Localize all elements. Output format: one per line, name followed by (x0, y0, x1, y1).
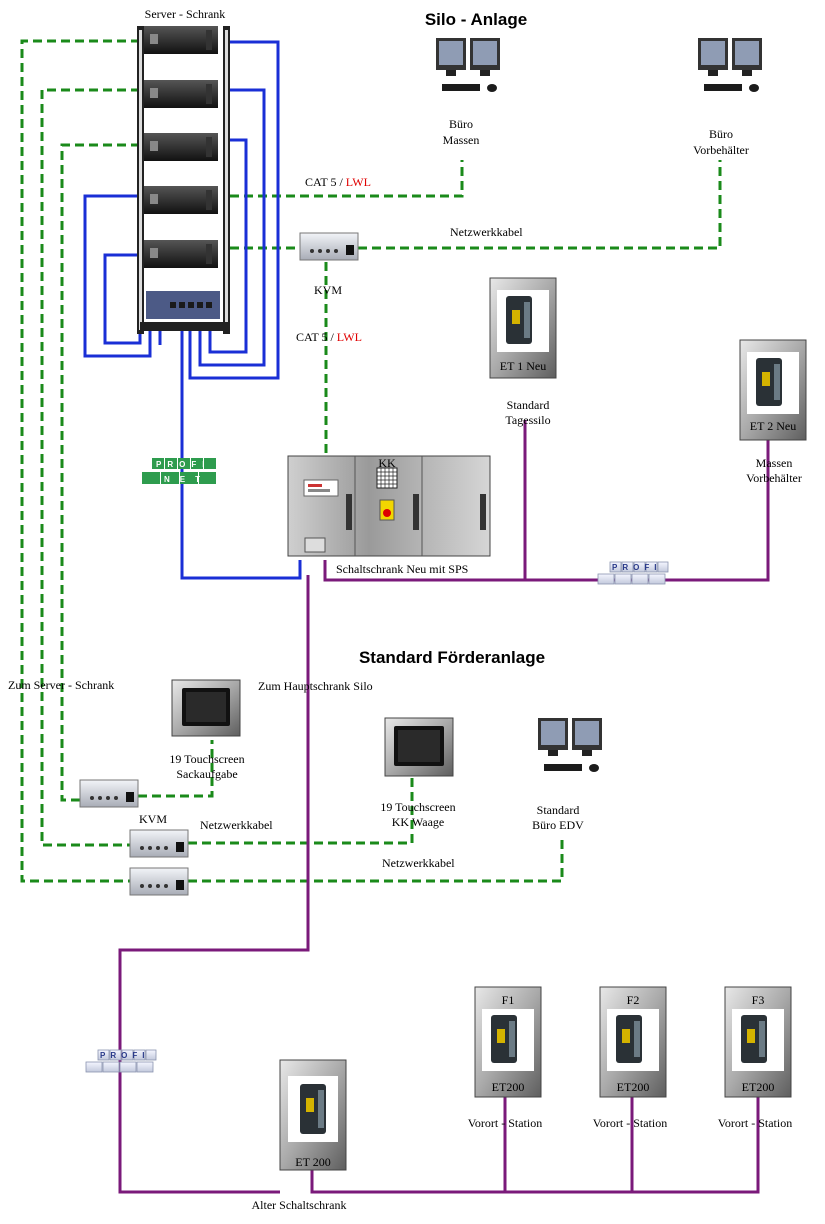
et2-module-icon: ET 2 Neu (739, 339, 807, 441)
server-unit-icon (144, 80, 218, 108)
kvm-switch-icon (129, 829, 189, 858)
buero-massen-line2: Massen (443, 133, 480, 147)
kvm-switch-icon (79, 779, 139, 808)
et200-old-module-icon: ET 200 (279, 1059, 347, 1171)
profibus-lines (118, 420, 770, 1194)
netzwerkkabel-b1-label: Netzwerkkabel (200, 818, 273, 832)
ts2-caption-line2: KK Waage (392, 815, 444, 829)
server-unit-icon (144, 26, 218, 54)
et200-old-label: ET 200 (295, 1155, 330, 1169)
profinet-profi-text: PROFI (156, 460, 210, 469)
kk-label: KK (378, 456, 396, 470)
profinet-logo-icon: PROFI NET (142, 458, 216, 484)
f2-label: F2 (627, 993, 640, 1007)
schaltschrank-label: Schaltschrank Neu mit SPS (336, 562, 468, 576)
profibus-logo-icon: PROFI (597, 561, 669, 585)
et2-caption-line1: Massen (756, 456, 793, 470)
cat5-top-label: CAT 5 / LWL (305, 175, 371, 189)
foerder-title: Standard Förderanlage (359, 648, 545, 667)
buero-vorbehaelter-line1: Büro (709, 127, 733, 141)
kvm-switch-icon (129, 867, 189, 896)
network-switch-icon (140, 291, 230, 331)
server-label: Server - Schrank (145, 7, 226, 21)
workstation-icon (436, 38, 500, 92)
server-unit-icon (144, 133, 218, 161)
buero-vorbehaelter-line2: Vorbehälter (693, 143, 749, 157)
f3-label: F3 (752, 993, 765, 1007)
et1-caption-line2: Tagessilo (505, 413, 550, 427)
buero-massen-line1: Büro (449, 117, 473, 131)
et2-label: ET 2 Neu (750, 419, 796, 433)
vorort1-label: Vorort - Station (468, 1116, 542, 1130)
workstation-icon (698, 38, 762, 92)
vorort3-label: Vorort - Station (718, 1116, 792, 1130)
control-cabinet-icon: KK (287, 455, 491, 557)
f2-station-icon: F2 ET200 (599, 986, 667, 1098)
f1-et200-label: ET200 (492, 1080, 525, 1094)
kvm-switch-icon (299, 232, 359, 261)
profibus-top-text: PROFI (612, 563, 661, 572)
cat5-mid-label: CAT 5 / LWL (296, 330, 362, 344)
et1-module-icon: ET 1 Neu (489, 277, 557, 379)
kvm-top-label: KVM (314, 283, 342, 297)
touchscreen-icon (171, 679, 241, 737)
ts1-caption-line2: Sackaufgabe (176, 767, 237, 781)
ethernet-dashed-lines (20, 39, 722, 883)
zum-haupt-label: Zum Hauptschrank Silo (258, 679, 373, 693)
silo-title: Silo - Anlage (425, 10, 527, 29)
ts2-caption-line1: 19 Touchscreen (380, 800, 455, 814)
profinet-net-text: NET (164, 475, 210, 484)
vorort2-label: Vorort - Station (593, 1116, 667, 1130)
zum-server-label: Zum Server - Schrank (8, 678, 114, 692)
kvm-bottom-label: KVM (139, 812, 167, 826)
rack-servers (144, 26, 218, 268)
touchscreen-icon (384, 717, 454, 777)
alter-schaltschrank-label: Alter Schaltschrank (252, 1198, 347, 1212)
et2-caption-line2: Vorbehälter (746, 471, 802, 485)
f3-station-icon: F3 ET200 (724, 986, 792, 1098)
server-unit-icon (144, 186, 218, 214)
edv-caption-line2: Büro EDV (532, 818, 584, 832)
workstation-icon (538, 718, 602, 772)
f1-station-icon: F1 ET200 (474, 986, 542, 1098)
ts1-caption-line1: 19 Touchscreen (169, 752, 244, 766)
f3-et200-label: ET200 (742, 1080, 775, 1094)
blue-cable-lines (83, 40, 302, 580)
server-rack-icon: Server - Schrank (137, 7, 230, 334)
netzwerkkabel-top-label: Netzwerkkabel (450, 225, 523, 239)
et1-caption-line1: Standard (507, 398, 550, 412)
profibus-logo-icon: PROFI (85, 1049, 157, 1073)
profibus-bottom-text: PROFI (100, 1051, 149, 1060)
netzwerkkabel-b2-label: Netzwerkkabel (382, 856, 455, 870)
edv-caption-line1: Standard (537, 803, 580, 817)
server-unit-icon (144, 240, 218, 268)
f1-label: F1 (502, 993, 515, 1007)
et1-label: ET 1 Neu (500, 359, 546, 373)
f2-et200-label: ET200 (617, 1080, 650, 1094)
